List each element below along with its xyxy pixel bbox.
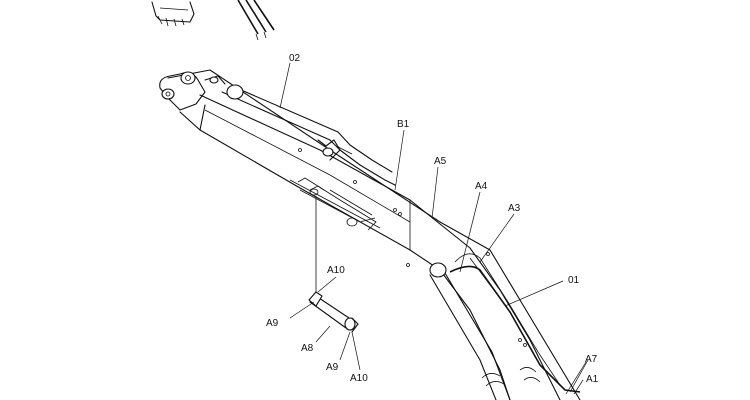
label-B1: B1 <box>397 119 410 130</box>
boom-body <box>159 69 581 400</box>
label-A4: A4 <box>475 181 488 192</box>
label-02: 02 <box>289 53 301 64</box>
leader-lines <box>279 62 589 395</box>
pin-assembly <box>308 196 359 333</box>
label-A7: A7 <box>585 354 598 365</box>
label-A10-bottom: A10 <box>350 373 368 384</box>
bucket-icon <box>151 1 195 27</box>
label-A9-left: A9 <box>266 318 279 329</box>
label-A9-bottom: A9 <box>326 362 339 373</box>
label-A3: A3 <box>508 203 521 214</box>
label-A10-top: A10 <box>327 265 345 276</box>
label-A5: A5 <box>434 156 447 167</box>
label-A8: A8 <box>301 343 314 354</box>
label-A1: A1 <box>586 374 599 385</box>
hose-bundle-icon <box>237 0 275 41</box>
label-01: 01 <box>568 275 580 286</box>
